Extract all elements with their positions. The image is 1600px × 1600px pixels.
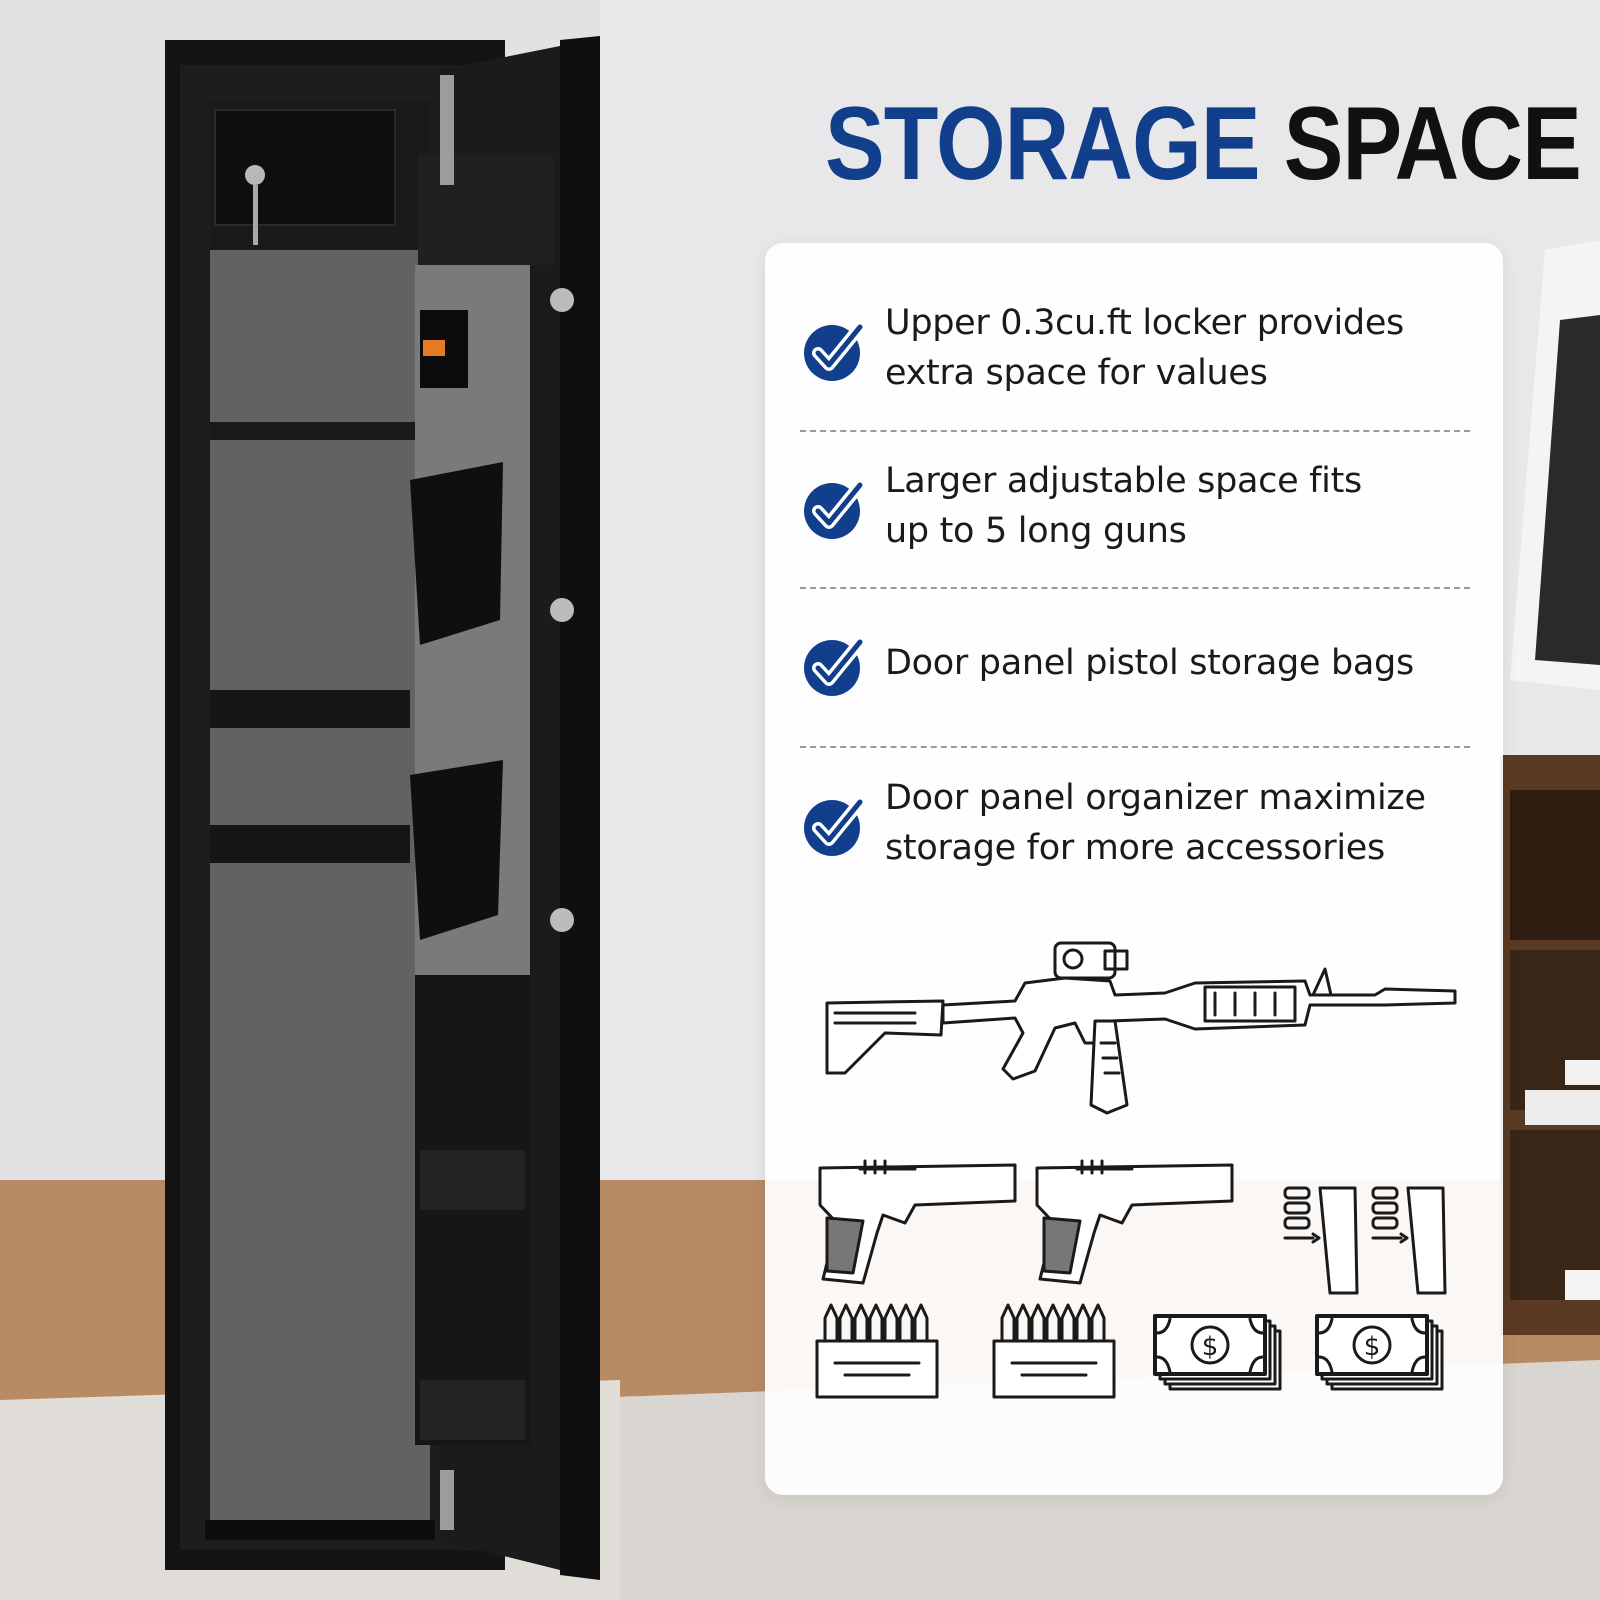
wall-picture — [1510, 240, 1600, 690]
cash-stack-icon: $ — [1315, 1314, 1444, 1391]
feature-line: Larger adjustable space fits — [885, 461, 1362, 501]
svg-text:$: $ — [1364, 1332, 1381, 1362]
checkmark-icon — [804, 321, 866, 381]
ammo-box-icon — [815, 1303, 939, 1399]
feature-text: Larger adjustable space fits up to 5 lon… — [885, 456, 1362, 556]
feature-line: extra space for values — [885, 353, 1268, 393]
feature-text: Door panel pistol storage bags — [885, 638, 1414, 688]
svg-text:$: $ — [1202, 1332, 1219, 1362]
headline-word-storage: STORAGE — [825, 86, 1260, 202]
pistol-icon — [1035, 1159, 1234, 1285]
feature-line: storage for more accessories — [885, 828, 1385, 868]
feature-item-door-organizer: Door panel organizer maximize storage fo… — [800, 773, 1470, 873]
feature-card: Upper 0.3cu.ft locker provides extra spa… — [765, 243, 1503, 1495]
magazine-icon — [1371, 1186, 1447, 1295]
feature-item-pistol-bags: Door panel pistol storage bags — [800, 628, 1470, 698]
magazine-icon — [1283, 1186, 1359, 1295]
cash-stack-icon: $ — [1153, 1314, 1282, 1391]
checkmark-icon — [804, 479, 866, 539]
headline-word-space: SPACE — [1283, 86, 1582, 202]
side-cabinet — [1500, 755, 1600, 1335]
checkmark-icon — [804, 636, 866, 696]
rifle-icon — [825, 941, 1457, 1115]
divider — [800, 430, 1470, 432]
storage-illustrations: $ $ — [815, 941, 1457, 1399]
feature-text: Upper 0.3cu.ft locker provides extra spa… — [885, 298, 1404, 398]
ammo-box-icon — [992, 1303, 1116, 1399]
pistol-icon — [818, 1159, 1017, 1285]
feature-line: Door panel organizer maximize — [885, 778, 1426, 818]
divider — [800, 746, 1470, 748]
divider — [800, 587, 1470, 589]
checkmark-icon — [804, 796, 866, 856]
feature-line: up to 5 long guns — [885, 511, 1187, 551]
feature-item-long-guns: Larger adjustable space fits up to 5 lon… — [800, 456, 1470, 556]
feature-item-upper-locker: Upper 0.3cu.ft locker provides extra spa… — [800, 298, 1470, 398]
feature-line: Door panel pistol storage bags — [885, 643, 1414, 683]
feature-line: Upper 0.3cu.ft locker provides — [885, 303, 1404, 343]
feature-text: Door panel organizer maximize storage fo… — [885, 773, 1426, 873]
safe-door — [410, 36, 600, 1580]
